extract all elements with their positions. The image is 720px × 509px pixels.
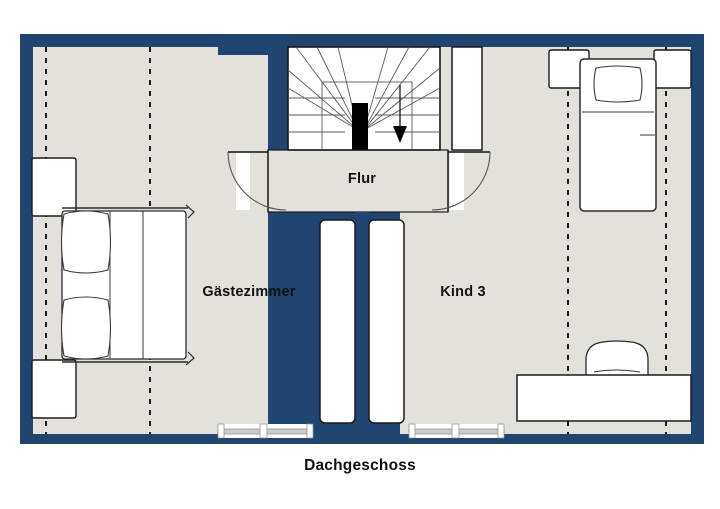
door-flur-to-gaestezimmer xyxy=(227,151,287,211)
stair-direction-arrow-icon xyxy=(393,85,407,143)
wardrobe-pair-center xyxy=(319,212,405,426)
pillow-single-bed xyxy=(593,65,643,103)
pillow-lower xyxy=(60,296,112,360)
room-label-flur: Flur xyxy=(348,171,376,187)
stair-newel-post xyxy=(352,103,368,150)
room-label-gaestezimmer: Gästezimmer xyxy=(202,284,295,300)
furniture-gaestezimmer xyxy=(31,157,195,419)
wardrobe-kind3 xyxy=(368,219,405,424)
door-flur-to-kind3 xyxy=(431,151,491,211)
window-kind3-south xyxy=(408,423,505,439)
winder-staircase xyxy=(287,46,441,151)
plan-caption: Dachgeschoss xyxy=(304,457,416,474)
wardrobe-kind3-stairside xyxy=(451,46,483,151)
partition-wall-center xyxy=(355,212,369,426)
nightstand-gaeste-top xyxy=(31,157,77,217)
desk-kind3 xyxy=(516,374,692,422)
chair-kind3 xyxy=(585,340,649,384)
nightstand-gaeste-bottom xyxy=(31,359,77,419)
floor-flur xyxy=(268,150,448,212)
single-bed xyxy=(579,58,657,212)
wardrobe-gaestezimmer xyxy=(319,219,356,424)
double-bed xyxy=(60,204,195,366)
nightstand-kind3-right xyxy=(653,49,692,89)
window-gaestezimmer-south xyxy=(217,423,314,439)
furniture-kind3 xyxy=(516,49,692,422)
pillow-upper xyxy=(60,210,112,274)
room-label-kind3: Kind 3 xyxy=(440,284,486,300)
